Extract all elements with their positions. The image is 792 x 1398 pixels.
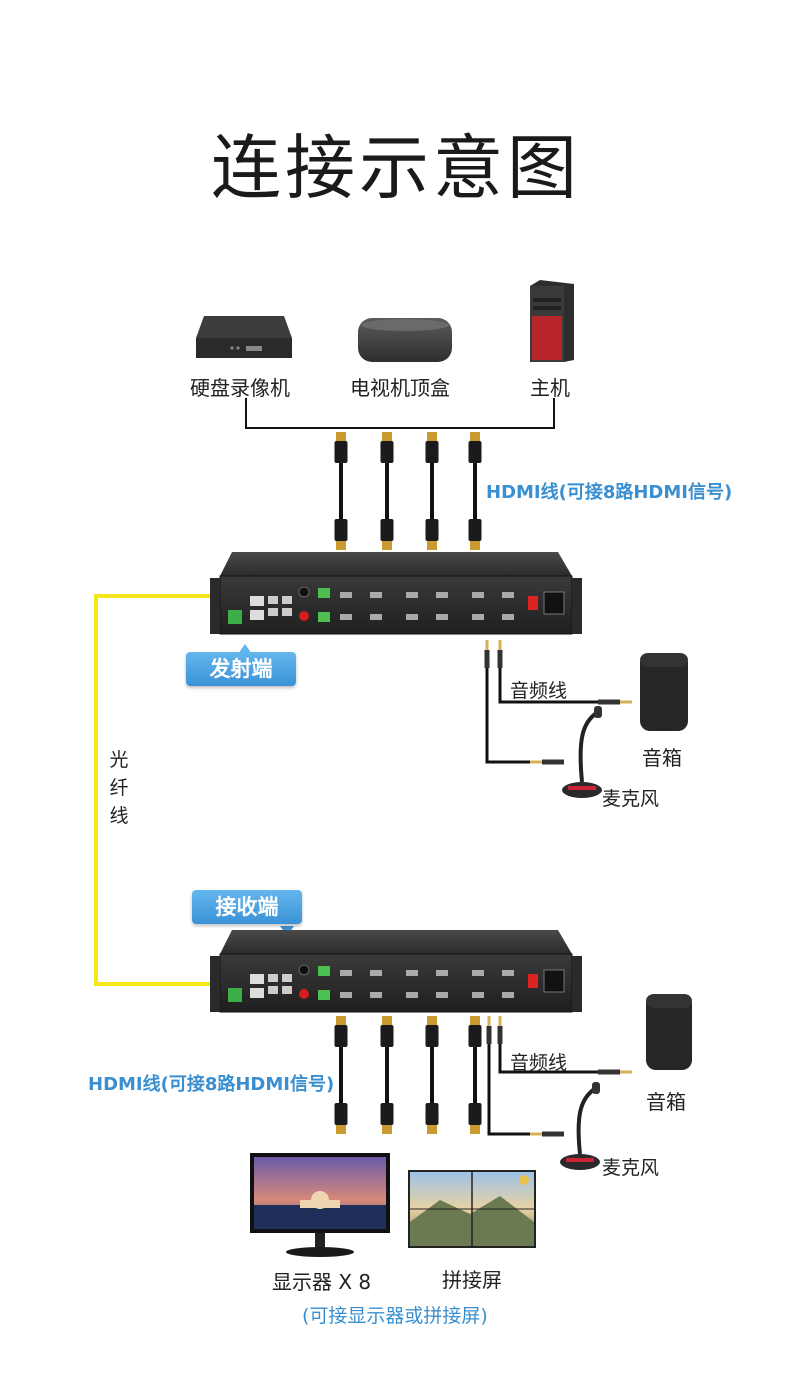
mic-bottom-label: 麦克风	[602, 1157, 660, 1179]
audio-cables-top	[484, 640, 632, 765]
page-title: 连接示意图	[211, 127, 581, 209]
pc-label: 主机	[530, 376, 570, 400]
fiber-char: 纤	[109, 777, 129, 799]
audio-cable-bottom-label: 音频线	[510, 1052, 568, 1074]
speaker-bottom-icon	[646, 994, 692, 1070]
fiber-char: 线	[109, 805, 129, 827]
microphone-bottom-icon	[560, 1082, 600, 1170]
hdmi-top-label: HDMI线(可接8路HDMI信号)	[486, 482, 733, 503]
fiber-label: 光 纤 线	[108, 746, 130, 830]
speaker-bottom-label: 音箱	[646, 1090, 686, 1114]
speaker-top-label: 音箱	[642, 746, 682, 770]
receiver-device	[209, 929, 583, 1013]
fiber-char: 光	[109, 749, 129, 771]
pc-tower-icon	[530, 280, 574, 362]
audio-cable-top-label: 音频线	[510, 680, 568, 702]
hdmi-cables-bottom	[334, 1016, 482, 1134]
videowall-label: 拼接屏	[442, 1268, 502, 1292]
mic-top-label: 麦克风	[602, 788, 660, 810]
monitor-icon	[250, 1153, 390, 1257]
microphone-top-icon	[562, 706, 602, 798]
audio-cables-bottom	[486, 1016, 632, 1137]
hdmi-cables-top	[334, 432, 482, 550]
dvr-label: 硬盘录像机	[190, 376, 290, 400]
speaker-top-icon	[640, 653, 688, 731]
transmitter-badge: 发射端	[186, 652, 296, 686]
fiber-line	[94, 594, 220, 986]
hdmi-bottom-label: HDMI线(可接8路HDMI信号)	[88, 1074, 335, 1095]
monitor-label: 显示器 X 8	[272, 1270, 372, 1294]
videowall-icon	[408, 1170, 536, 1248]
output-note: (可接显示器或拼接屏)	[302, 1305, 488, 1327]
tvbox-label: 电视机顶盒	[350, 376, 450, 400]
transmitter-device	[209, 551, 583, 635]
dvr-device-icon	[196, 316, 292, 358]
receiver-badge: 接收端	[192, 890, 302, 924]
tv-box-icon	[358, 318, 452, 362]
